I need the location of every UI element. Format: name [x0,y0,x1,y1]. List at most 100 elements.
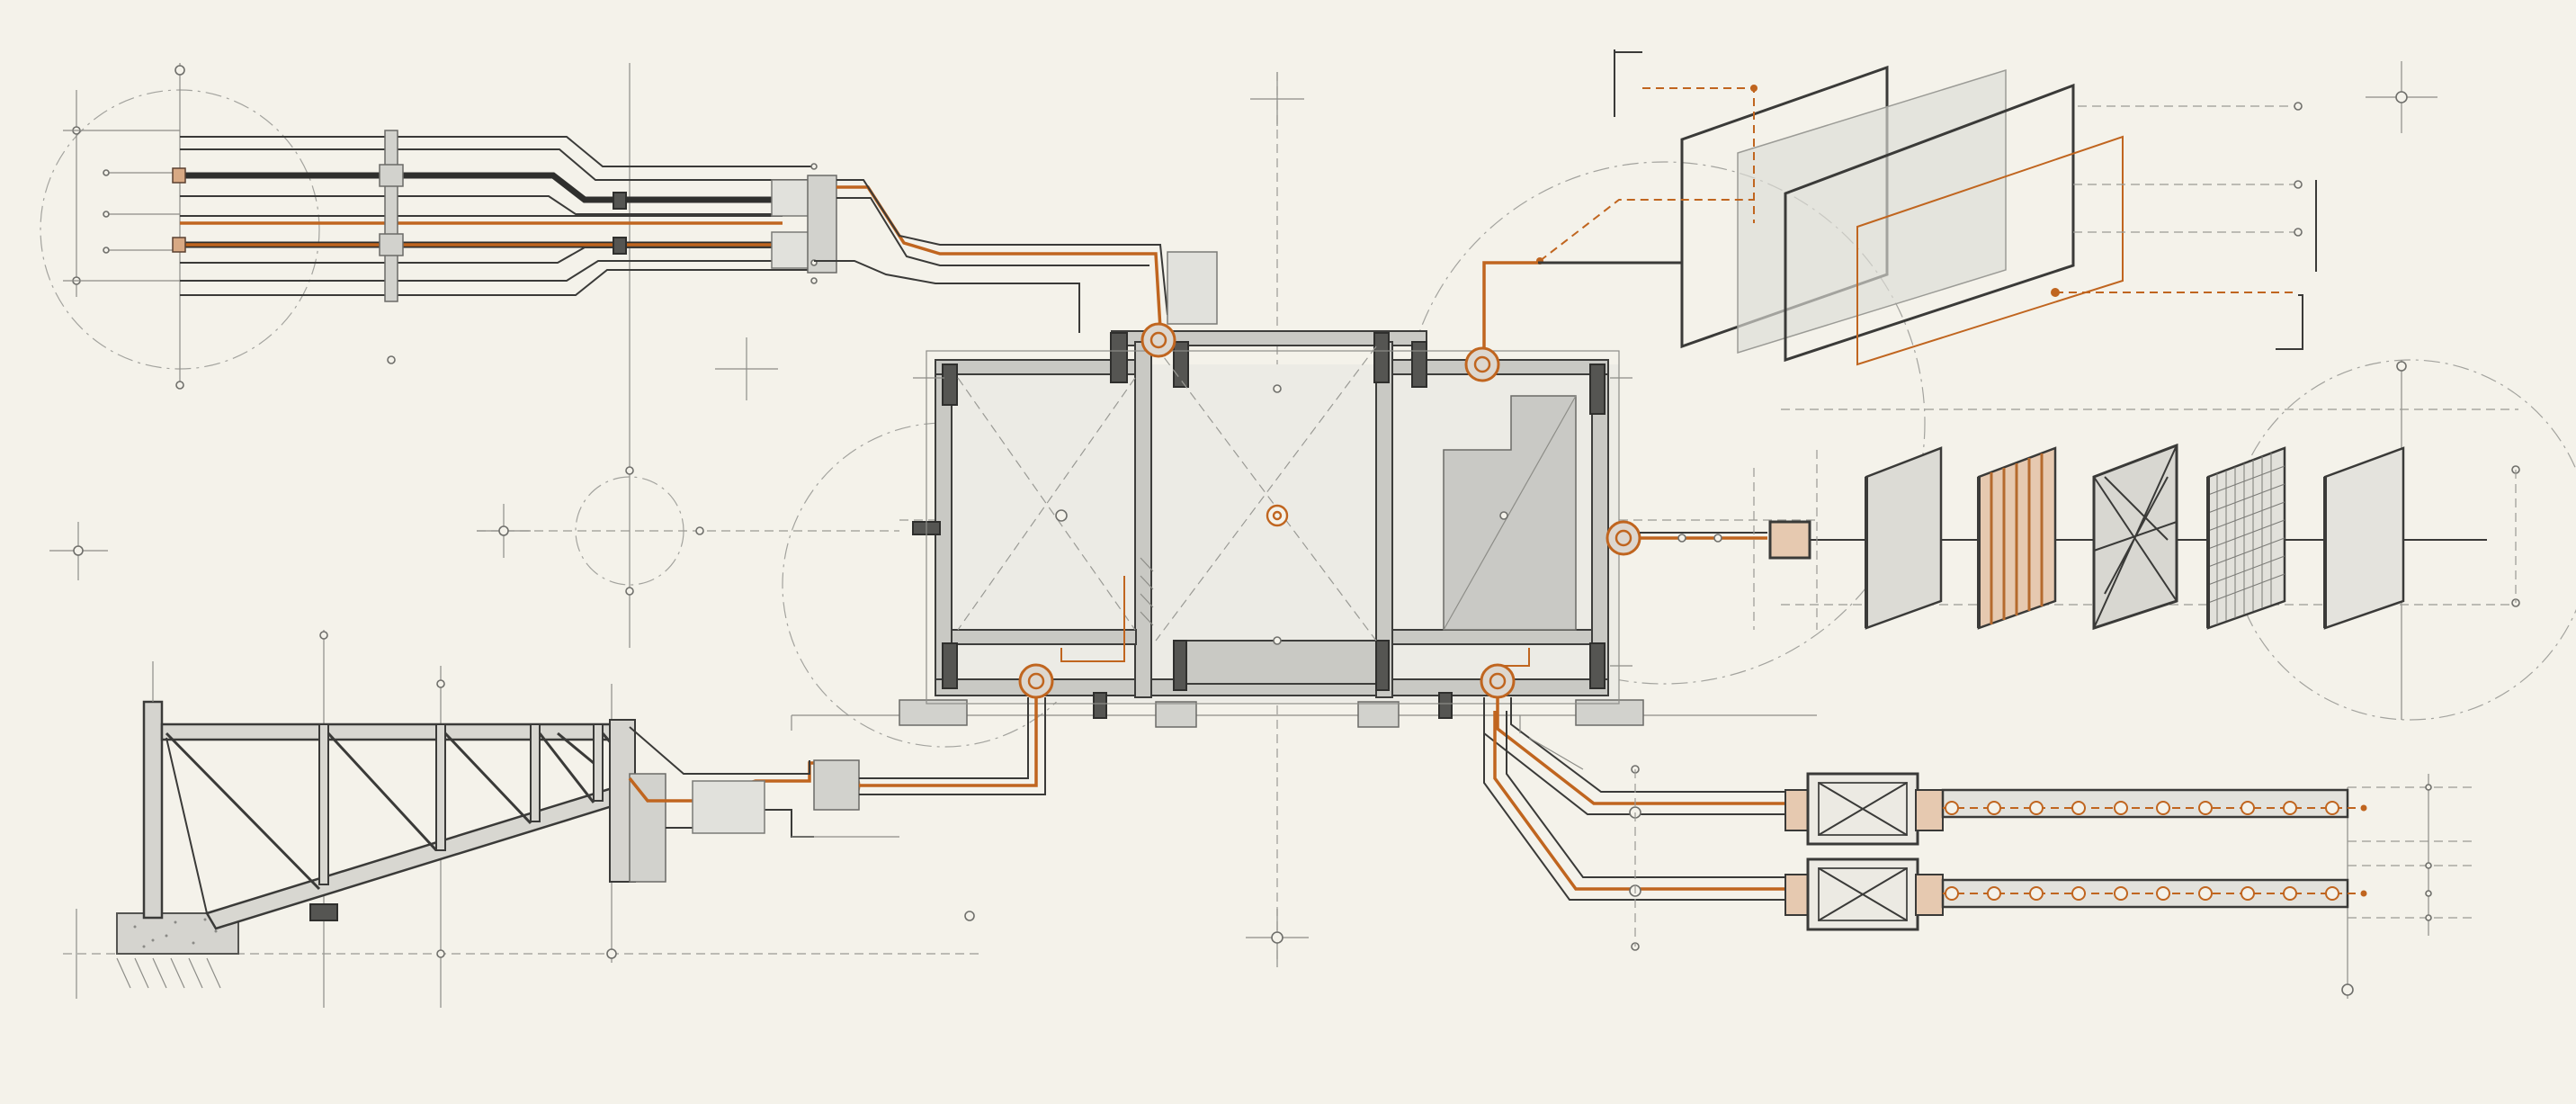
filter-inlet-box [1768,520,1811,560]
duct-node-upper [2241,801,2255,815]
truss-bridge [116,661,1046,989]
duct-node-upper [2198,801,2213,815]
junction-ring [1140,322,1176,358]
duct-box-upper [1784,772,1944,846]
duct-lower-outline [1483,711,1785,901]
truss-verticals [318,723,604,885]
pipe-line-7 [180,260,814,282]
pipe-line-3 [180,195,778,215]
feed-pipe-outline-3 [814,260,1080,333]
duct-channel-lower [1941,878,2367,909]
guide-node [606,948,617,959]
wall-posts [912,332,1606,691]
pipe-line-1 [180,136,814,167]
room-center-node [1055,509,1068,522]
panel-feed-pipe [1482,261,1682,355]
filter-panel-grid [2206,446,2286,630]
guide-node [2341,983,2354,996]
guide-node [387,355,396,364]
pipe-line-2 [180,172,778,203]
duct-node-lower [1987,886,2001,901]
feed-chimney-block [1167,251,1218,325]
pipe-flanges [379,130,837,302]
guide-node [436,949,445,958]
duct-node-upper [2071,801,2086,815]
duct-node-upper [2114,801,2128,815]
construction-arc-center-right [1402,161,1926,685]
truss-post [142,700,164,920]
junction-ring [1464,346,1500,382]
filter-panel-braced [2092,443,2178,631]
room-diagonals [957,346,1377,642]
footings [899,692,1644,728]
dimension-ticks [63,130,180,282]
crosshair-mark [477,504,531,558]
duct-lower-orange [1493,711,1799,891]
guide-node [964,911,975,921]
pipe-end-cap [172,237,186,253]
filter-panel-plain [1865,446,1943,630]
feed-pipe-outline-2 [836,197,1149,266]
pipe-line-8 [180,269,814,296]
guide-node [2396,361,2407,372]
pipe-line-1b [180,148,814,181]
orange-feed-pipe [836,185,1162,329]
duct-node-lower [2114,886,2128,901]
duct-node-upper [2156,801,2170,815]
filter-panel-plain-light [2323,446,2405,630]
base-stipple [133,918,218,948]
truss-diagonals [165,732,631,914]
feed-pipe-outline [836,179,1168,316]
layered-glass-panels [1482,49,2317,366]
junction-ring [1606,520,1641,556]
duct-upper-orange [1496,697,1799,805]
guide-node [436,679,445,688]
pipe-end-cap [172,167,186,184]
crosshair-mark [1246,909,1309,967]
glass-panel-3 [1784,83,2075,363]
crosshair-mark [715,337,778,400]
duct-node-upper [1987,801,2001,815]
guide-node [175,381,184,390]
filter-panel-slats [1977,446,2057,630]
pipe-line-6 [180,247,814,264]
registration-marks [49,61,2437,996]
duct-node-lower [2198,886,2213,901]
truss-bottom-chord [205,781,631,930]
duct-runs-bottom-right [1483,697,2473,951]
central-building-plan [899,330,1644,728]
guide-node [695,526,704,535]
crosshair-mark [1250,72,1304,126]
duct-channel-upper [1941,788,2367,819]
corner-bracket [1614,49,1642,117]
glass-panel-2 [1737,68,2007,355]
guide-node [625,466,634,475]
guide-node [319,631,328,640]
internal-orange-pipe [1060,576,1125,662]
panel-feed-pipe-orange [1482,261,1538,355]
duct-box-lower [1784,857,1944,931]
duct-node-upper [1945,801,1959,815]
pipe-bundle-top-left [63,130,1218,333]
duct-node-lower [2283,886,2297,901]
duct-node-lower [2071,886,2086,901]
junction-ring [1480,663,1516,699]
guide-node [174,65,185,76]
duct-node-upper [2283,801,2297,815]
wall-hatching [1140,557,1154,626]
crosshair-mark [49,522,108,580]
duct-node-upper [2325,801,2339,815]
glass-panel-orange [1856,135,2124,366]
truss-to-building-pipe [859,697,1038,787]
truss-bearing [309,903,338,921]
filter-panel-sequence [1640,443,2520,631]
duct-node-upper [2029,801,2044,815]
duct-node-lower [2241,886,2255,901]
truss-top-chord [160,723,631,741]
duct-node-lower [2029,886,2044,901]
duct-node-lower [2325,886,2339,901]
guide-node [625,587,634,596]
duct-node-lower [1945,886,1959,901]
